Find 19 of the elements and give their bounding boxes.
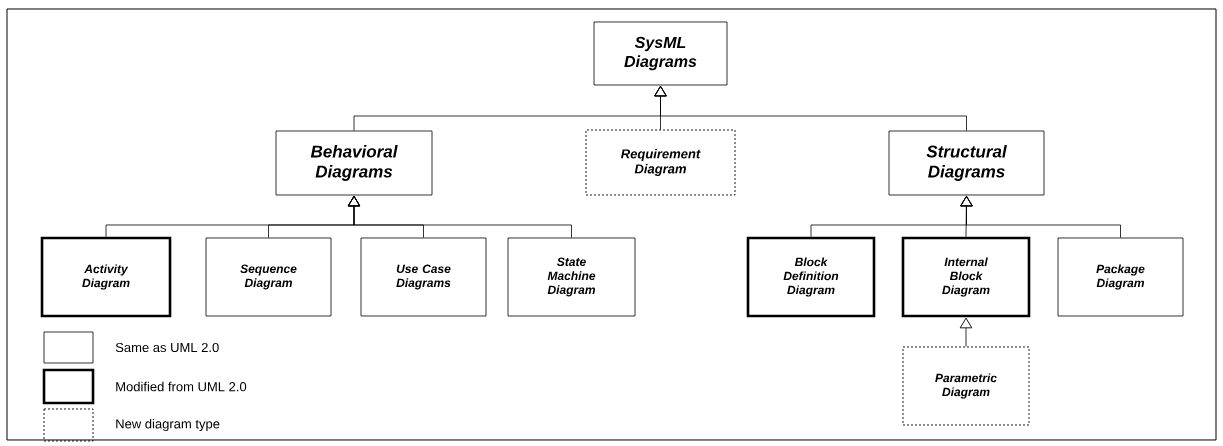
generalization-arrow xyxy=(654,85,967,131)
generalization-arrow xyxy=(959,317,973,347)
diagram-box: Sequence Diagram xyxy=(205,237,332,317)
generalization-arrow xyxy=(347,195,572,238)
legend-text: New diagram type xyxy=(116,418,220,432)
modified-diagram-box: Block Definition Diagram xyxy=(746,236,876,318)
modified-diagram-box: Internal Block Diagram xyxy=(901,236,1031,318)
diagram-box: State Machine Diagram xyxy=(507,237,636,317)
diagram-box: Use Case Diagrams xyxy=(360,237,487,317)
diagram-box: Package Diagram xyxy=(1057,237,1184,317)
new-diagram-box: Parametric Diagram xyxy=(902,346,1030,426)
diagram-box: Behavioral Diagrams xyxy=(275,130,433,196)
new-diagram-box: Requirement Diagram xyxy=(585,129,736,196)
legend-text: Modified from UML 2.0 xyxy=(116,381,247,392)
generalization-arrow xyxy=(960,195,1121,238)
legend-text: Same as UML 2.0 xyxy=(115,342,219,353)
diagram-box: SysML Diagrams xyxy=(593,21,728,86)
modified-diagram-box: Activity Diagram xyxy=(40,236,172,318)
diagram-box: Structural Diagrams xyxy=(888,130,1045,196)
